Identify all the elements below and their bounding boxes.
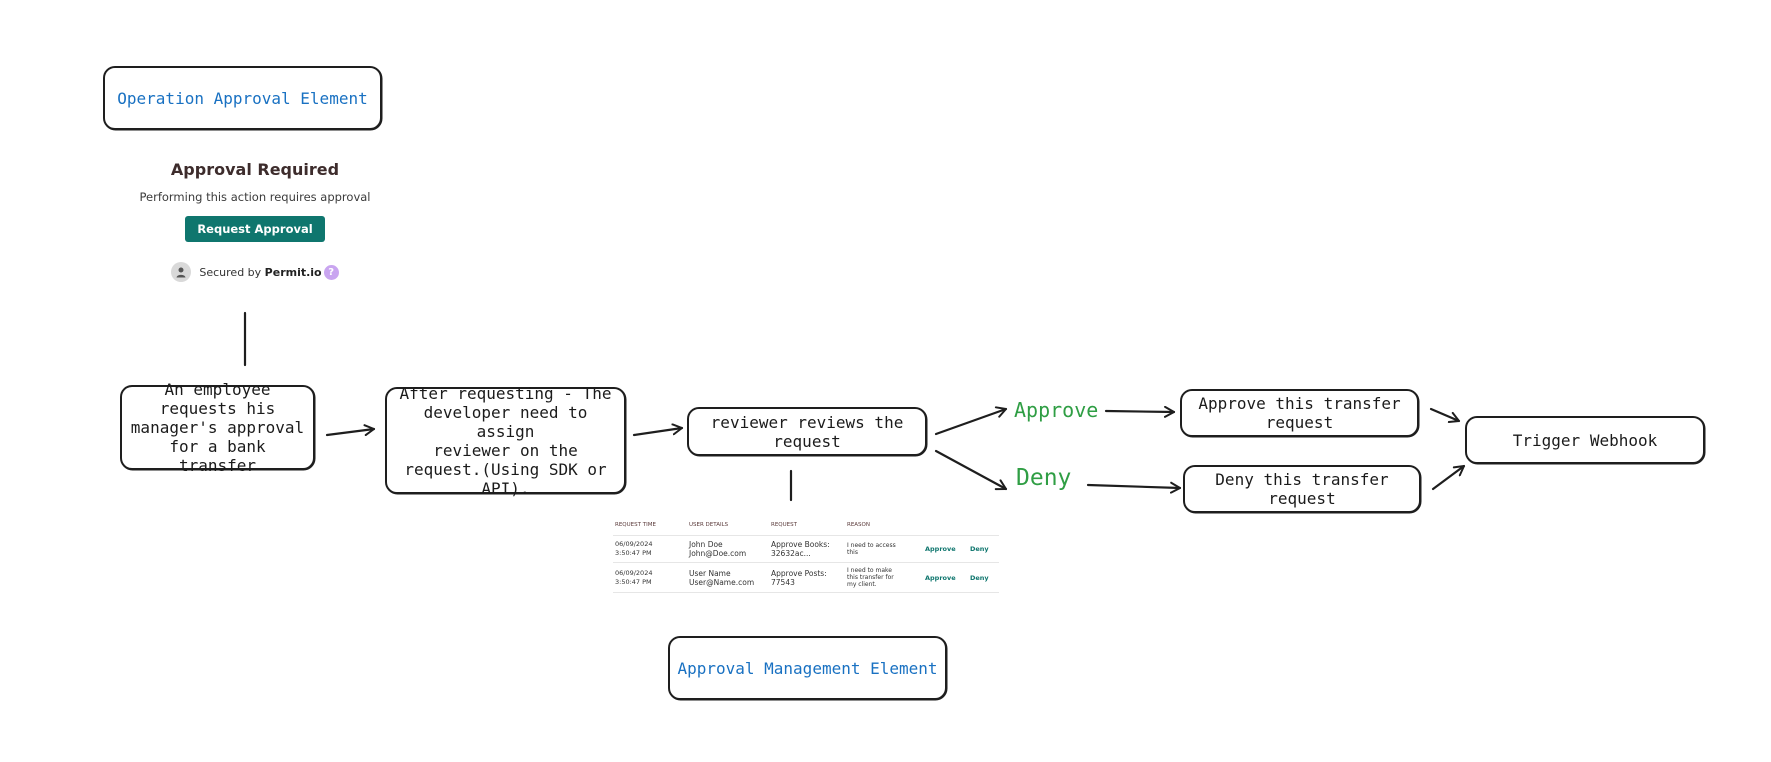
approval-widget: Approval Required Performing this action… bbox=[130, 156, 380, 282]
col-deny-action bbox=[968, 520, 999, 536]
step-reviewer-reviews: reviewer reviews the request bbox=[687, 407, 927, 456]
cell-request-time: 06/09/2024 3:50:47 PM bbox=[613, 535, 687, 563]
step-developer-assign-reviewer: After requesting - The developer need to… bbox=[385, 384, 626, 498]
approve-button[interactable]: Approve bbox=[925, 573, 956, 582]
avatar bbox=[171, 262, 192, 282]
approval-subtitle: Performing this action requires approval bbox=[139, 190, 371, 204]
arrow-deny-to-transfer bbox=[1086, 481, 1182, 494]
arrow-deny-transfer-to-webhook bbox=[1431, 464, 1466, 491]
table-row: 06/09/2024 3:50:47 PM User Name User@Nam… bbox=[613, 562, 999, 593]
arrow-approve-transfer-to-webhook bbox=[1429, 407, 1461, 424]
step-trigger-webhook: Trigger Webhook bbox=[1465, 416, 1705, 464]
arrow-employee-to-developer bbox=[325, 424, 376, 437]
deny-branch-label: Deny bbox=[1016, 465, 1072, 491]
approve-branch-label: Approve bbox=[1014, 398, 1099, 422]
col-request-time: REQUEST TIME bbox=[613, 520, 687, 536]
approvals-table: REQUEST TIME USER DETAILS REQUEST REASON… bbox=[613, 520, 999, 593]
secured-by-label: Secured by Permit.io bbox=[199, 266, 321, 279]
operation-approval-element-title: Operation Approval Element bbox=[103, 66, 382, 130]
arrow-developer-to-reviewer bbox=[632, 423, 684, 437]
col-reason: REASON bbox=[845, 520, 923, 536]
arrow-approve-to-transfer bbox=[1104, 405, 1176, 418]
step-employee-request: An employee requests his manager's appro… bbox=[120, 380, 315, 475]
table-row: 06/09/2024 3:50:47 PM John Doe John@Doe.… bbox=[613, 535, 999, 563]
approval-required-title: Approval Required bbox=[170, 160, 340, 179]
approve-button[interactable]: Approve bbox=[925, 545, 956, 553]
cell-request: Approve Posts: 77543 bbox=[769, 562, 845, 593]
cell-reason: I need to access this bbox=[845, 535, 923, 563]
cell-user-details: User Name User@Name.com bbox=[687, 562, 769, 593]
request-approval-button[interactable]: Request Approval bbox=[185, 216, 325, 242]
arrow-reviewer-to-approve bbox=[934, 406, 1008, 436]
deny-button[interactable]: Deny bbox=[970, 573, 989, 582]
cell-reason: I need to make this transfer for my clie… bbox=[845, 562, 923, 593]
table-header-row: REQUEST TIME USER DETAILS REQUEST REASON bbox=[613, 520, 999, 536]
cell-request: Approve Books: 32632ac... bbox=[769, 535, 845, 563]
secured-prefix: Secured by bbox=[199, 265, 262, 279]
arrow-reviewer-to-deny bbox=[934, 449, 1008, 491]
step-deny-transfer: Deny this transfer request bbox=[1183, 465, 1421, 513]
cell-user-details: John Doe John@Doe.com bbox=[687, 535, 769, 563]
brand-name: Permit.io bbox=[264, 265, 322, 279]
approval-management-element-title: Approval Management Element bbox=[668, 636, 947, 700]
user-icon bbox=[176, 267, 186, 278]
step-approve-transfer: Approve this transfer request bbox=[1180, 389, 1419, 437]
col-user-details: USER DETAILS bbox=[687, 520, 769, 536]
secured-by-row: Secured by Permit.io ? bbox=[130, 262, 380, 282]
help-icon[interactable]: ? bbox=[323, 264, 339, 280]
col-request: REQUEST bbox=[769, 520, 845, 536]
deny-button[interactable]: Deny bbox=[970, 545, 989, 553]
cell-request-time: 06/09/2024 3:50:47 PM bbox=[613, 562, 687, 593]
col-approve-action bbox=[923, 520, 968, 536]
